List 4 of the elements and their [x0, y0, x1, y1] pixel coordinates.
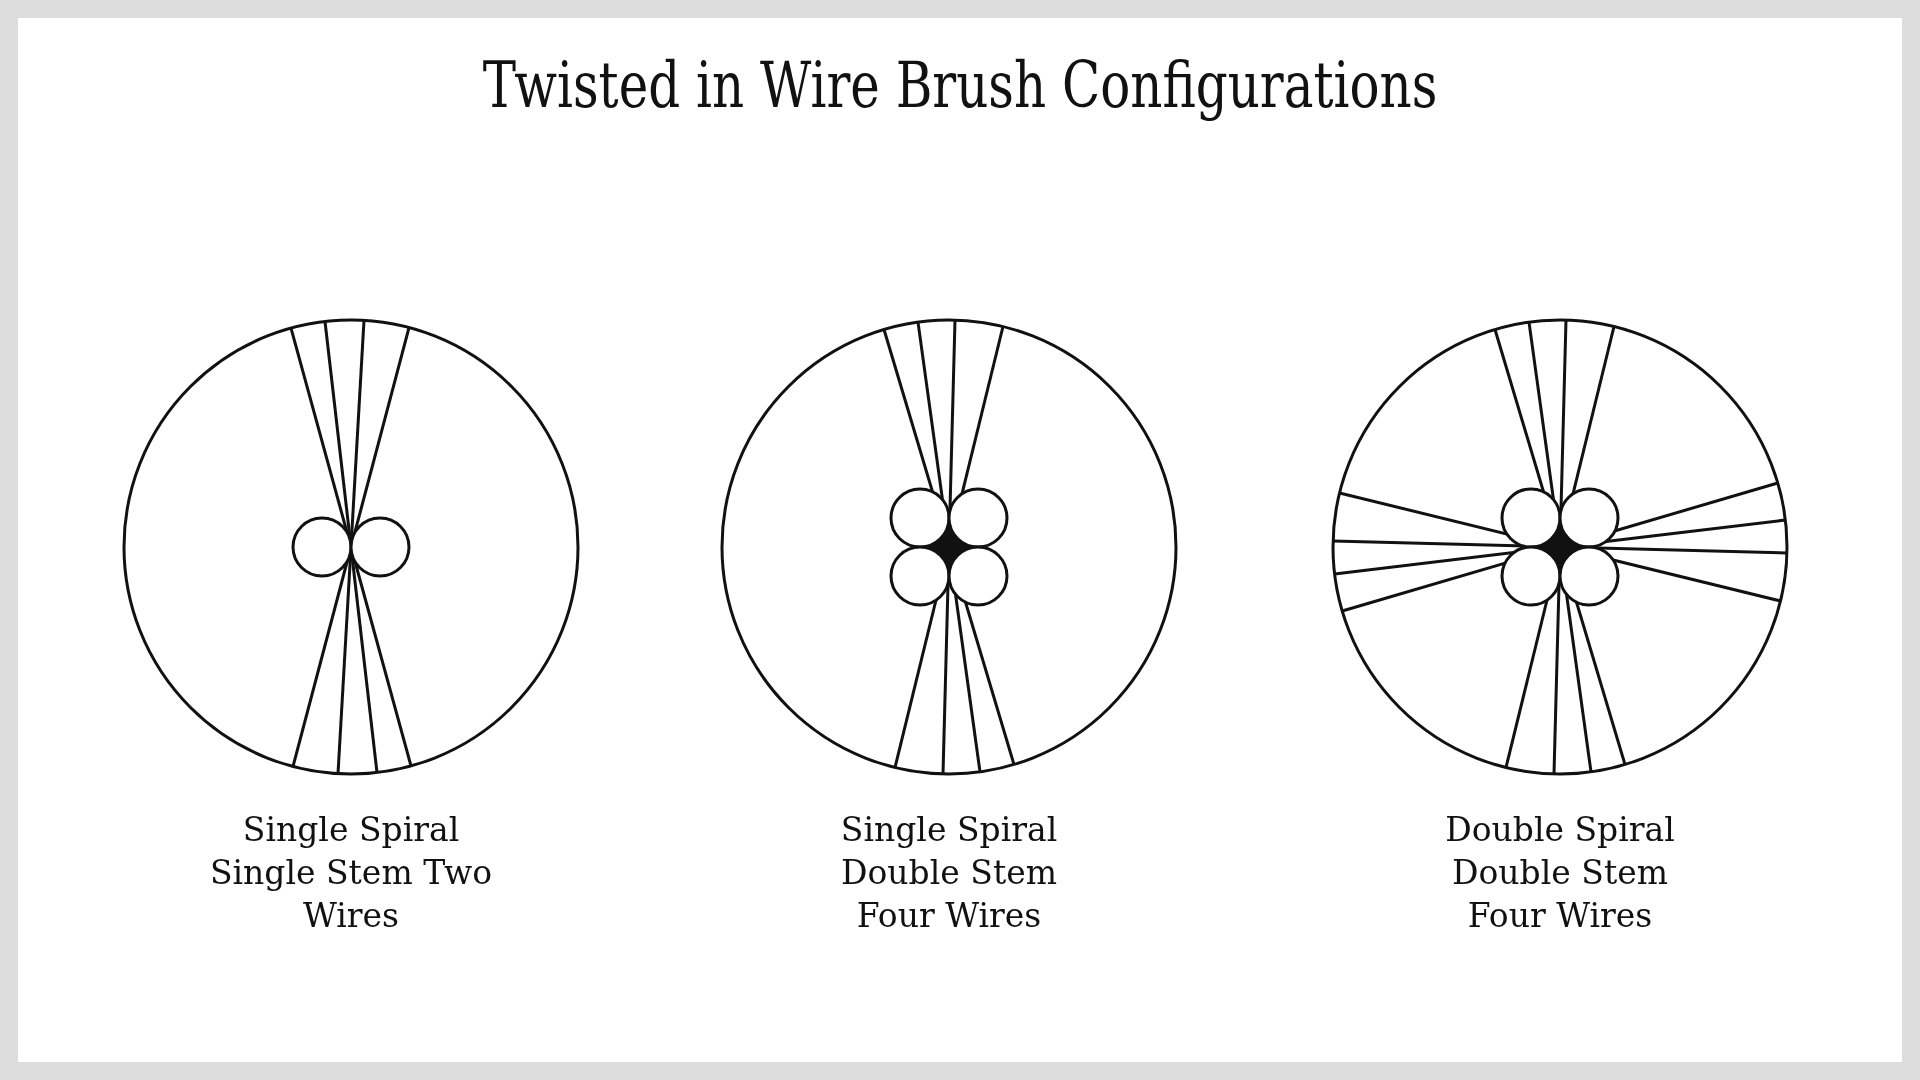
- caption-text: Double Spiral Double Stem Four Wires: [1444, 809, 1676, 937]
- caption-text: Single Spiral Single Stem Two Wires: [208, 809, 494, 937]
- caption-text: Single Spiral Double Stem Four Wires: [839, 809, 1059, 937]
- title: Twisted in Wire Brush Configurations: [481, 48, 1439, 122]
